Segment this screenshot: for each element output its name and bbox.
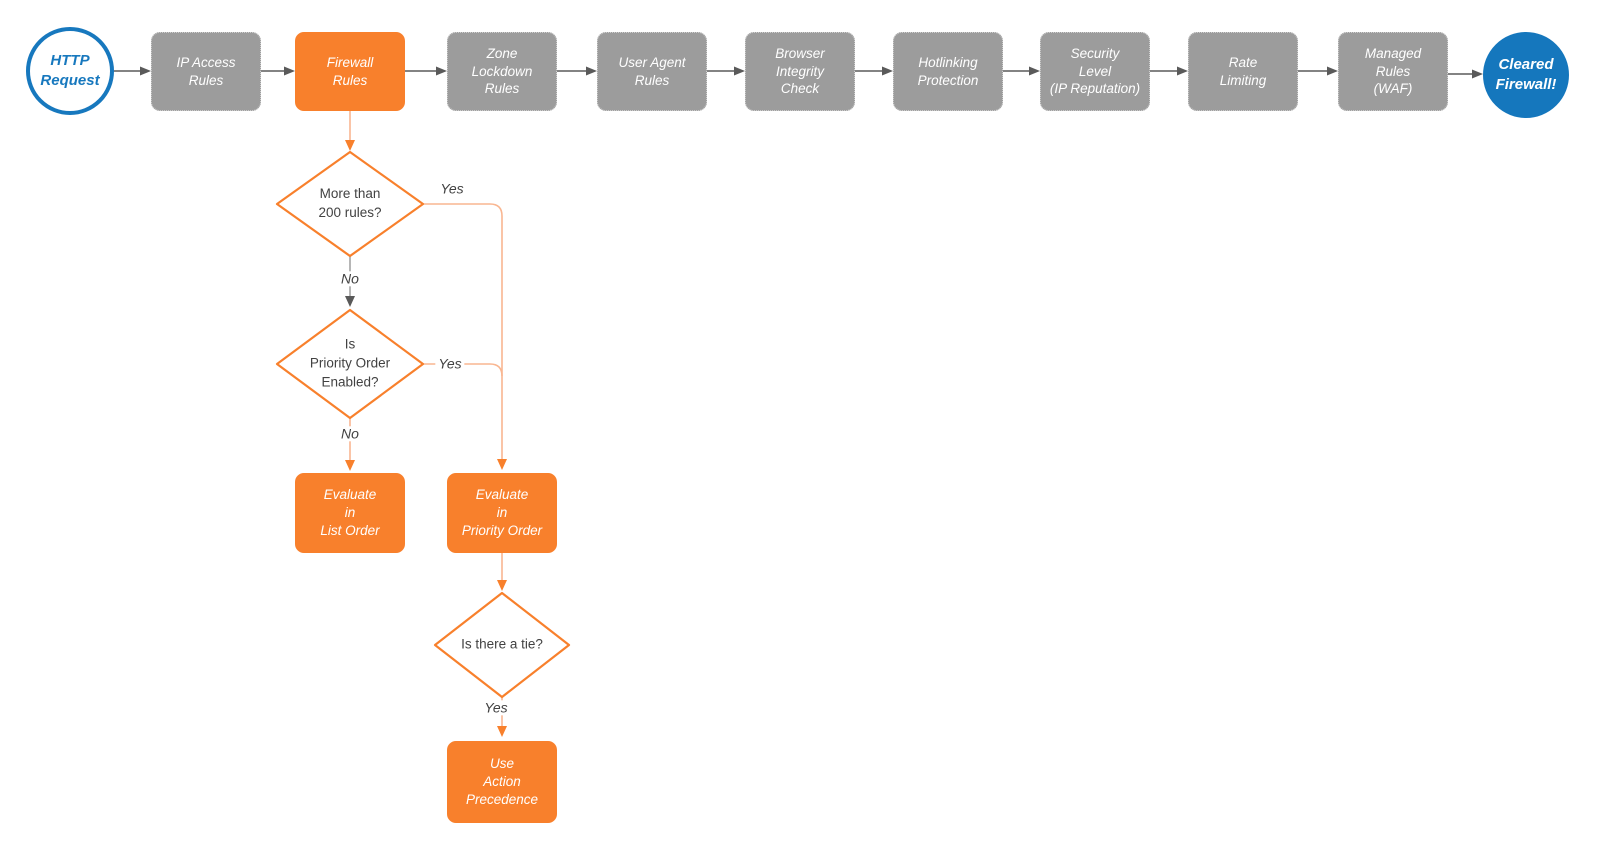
stage-hotlinking-protection: Hotlinking Protection <box>893 32 1003 111</box>
stage-managed-rules-waf: Managed Rules (WAF) <box>1338 32 1448 111</box>
stage-browser-integrity-check: Browser Integrity Check <box>745 32 855 111</box>
action-label: Evaluate in Priority Order <box>461 487 543 538</box>
action-use-action-precedence: Use Action Precedence <box>447 741 557 823</box>
decision-is-there-a-tie: Is there a tie? <box>461 636 543 652</box>
action-label: Evaluate in List Order <box>320 487 380 538</box>
pipeline-arrows <box>113 66 1483 79</box>
stage-label: Firewall Rules <box>326 54 374 88</box>
stage-label: Browser Integrity Check <box>775 45 825 97</box>
diamond-is-there-a-tie <box>433 591 571 699</box>
edge-label-yes-2: Yes <box>435 355 465 372</box>
diamond-priority-order-enabled <box>275 308 425 420</box>
start-node-http-request: HTTP Request <box>26 27 114 115</box>
diamond-more-than-200-rules <box>275 150 425 258</box>
edge-label-yes-3: Yes <box>481 699 511 716</box>
stage-label: Hotlinking Protection <box>917 54 979 88</box>
edge-label-yes-1: Yes <box>437 180 467 197</box>
decision-diamonds <box>275 150 571 699</box>
decision-more-than-200-rules: More than 200 rules? <box>318 186 382 220</box>
stage-label: Zone Lockdown Rules <box>471 45 533 97</box>
edge-label-no-1: No <box>338 270 362 287</box>
action-evaluate-in-list-order: Evaluate in List Order <box>295 473 405 553</box>
stage-label: Managed Rules (WAF) <box>1364 45 1422 97</box>
decision-priority-order-enabled: Is Priority Order Enabled? <box>309 336 391 390</box>
end-node-cleared-firewall: Cleared Firewall! <box>1483 32 1569 118</box>
stage-label: Rate Limiting <box>1219 54 1267 88</box>
stage-rate-limiting: Rate Limiting <box>1188 32 1298 111</box>
stage-label: Security Level (IP Reputation) <box>1049 45 1141 97</box>
action-evaluate-in-priority-order: Evaluate in Priority Order <box>447 473 557 553</box>
stage-user-agent-rules: User Agent Rules <box>597 32 707 111</box>
stage-label: IP Access Rules <box>176 54 236 88</box>
stage-ip-access-rules: IP Access Rules <box>151 32 261 111</box>
stage-firewall-rules: Firewall Rules <box>295 32 405 111</box>
start-node-label: HTTP Request <box>40 52 100 89</box>
stage-security-level: Security Level (IP Reputation) <box>1040 32 1150 111</box>
end-node-label: Cleared Firewall! <box>1495 56 1557 93</box>
stage-zone-lockdown-rules: Zone Lockdown Rules <box>447 32 557 111</box>
stage-label: User Agent Rules <box>618 54 686 88</box>
branch-wires <box>349 111 503 727</box>
edge-label-no-2: No <box>338 425 362 442</box>
action-label: Use Action Precedence <box>465 756 539 807</box>
branch-arrowheads <box>345 140 507 737</box>
